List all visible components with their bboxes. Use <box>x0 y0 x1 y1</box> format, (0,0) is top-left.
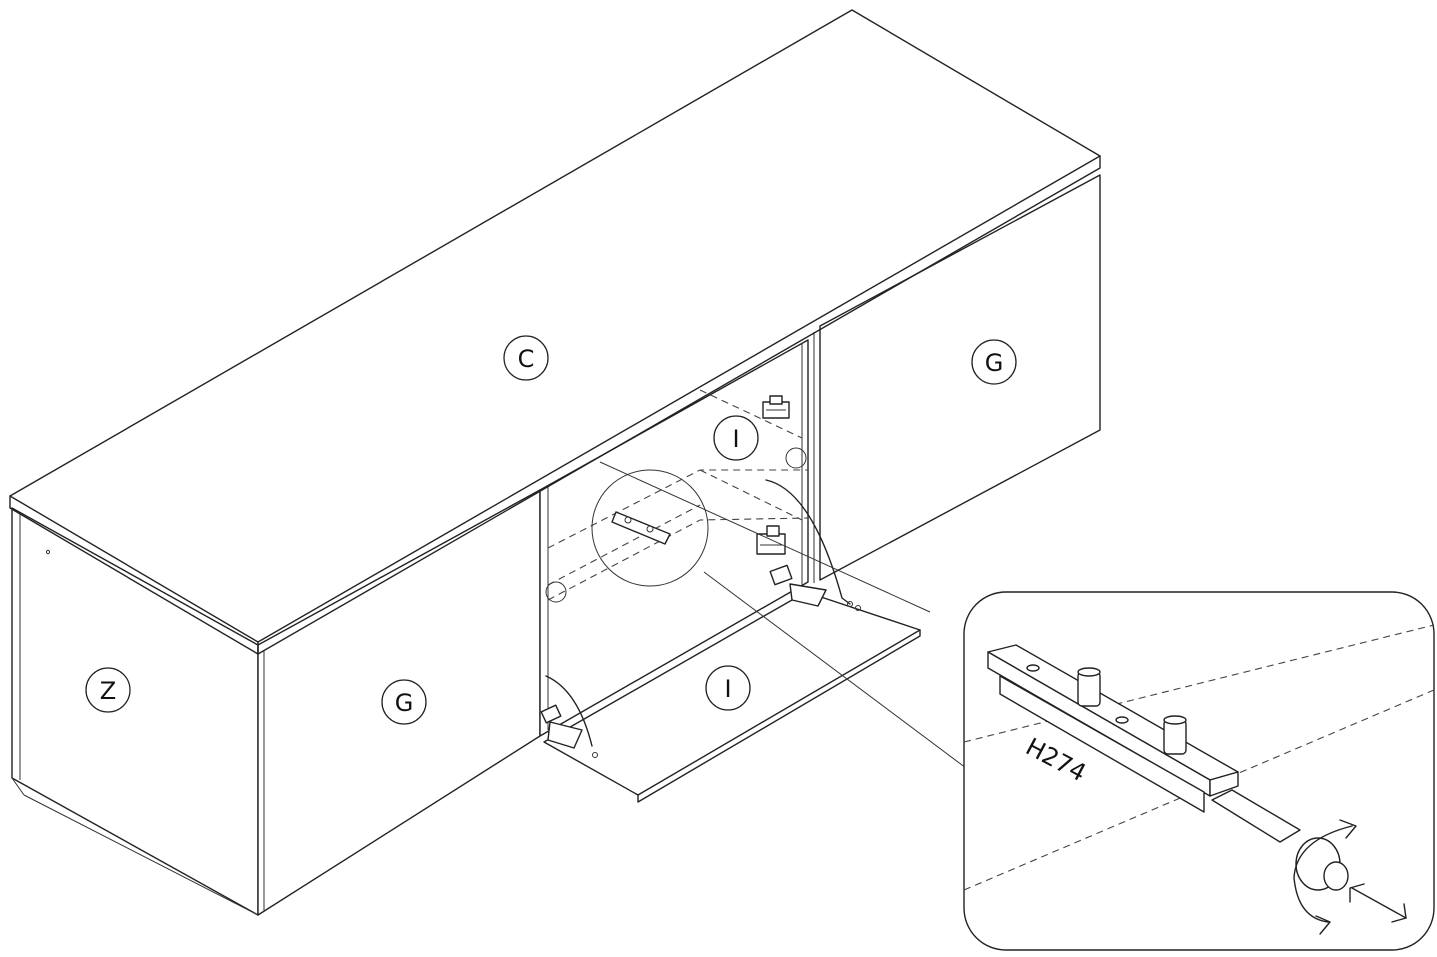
svg-text:I: I <box>732 425 739 453</box>
bracket-detail-icon <box>987 644 1349 891</box>
label-top-panel: C <box>503 335 549 381</box>
cabinet <box>9 9 1101 916</box>
hinge-lower-icon <box>756 525 786 555</box>
svg-text:Z: Z <box>100 677 116 705</box>
hardware <box>45 395 861 758</box>
label-flap-closed: I <box>713 415 759 461</box>
flap-stay-right <box>765 479 851 605</box>
svg-text:G: G <box>985 349 1004 377</box>
hinge-plate-right-icon <box>769 564 827 607</box>
svg-text:G: G <box>395 689 414 717</box>
svg-text:I: I <box>724 675 731 703</box>
rotate-arrow-icon <box>1293 825 1353 923</box>
mounting-bracket-icon <box>611 511 671 545</box>
zoom-circle <box>591 469 709 587</box>
svg-text:C: C <box>518 345 535 373</box>
adjust-arrow-icon <box>1349 883 1407 923</box>
label-flap-open: I <box>705 665 751 711</box>
hinge-upper-icon <box>762 395 790 419</box>
flap-stay-left <box>545 675 593 747</box>
hinge-plate-left-icon <box>540 704 583 749</box>
label-door-left: G <box>381 679 427 725</box>
label-door-right: G <box>971 339 1017 385</box>
door-right <box>819 174 1101 581</box>
label-side-panel: Z <box>85 667 131 713</box>
detail-callout: H274 <box>591 461 1435 951</box>
